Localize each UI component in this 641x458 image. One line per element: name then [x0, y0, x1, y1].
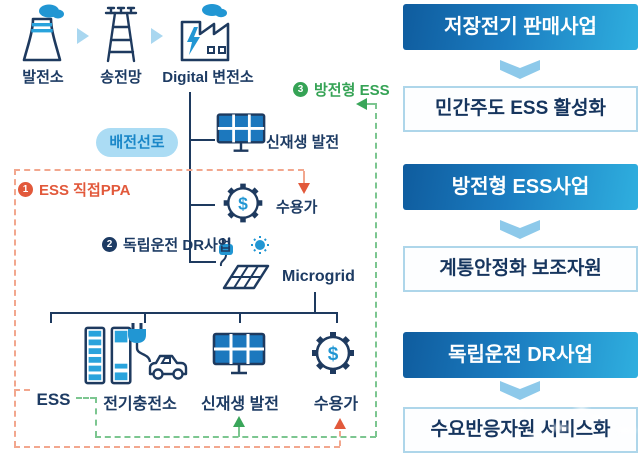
- green-left-arrow-icon: [356, 98, 367, 110]
- top-node-label: Digital 변전소: [162, 69, 254, 86]
- main-feeder-line: [189, 92, 191, 263]
- bus-drop: [336, 312, 338, 323]
- microgrid-feeder: [314, 292, 316, 313]
- panel-header-discharge-ess: 방전형 ESS사업: [403, 164, 638, 210]
- branch-line: [189, 139, 215, 141]
- orange-up-arrow-icon: [334, 418, 346, 429]
- microgrid-icon: [210, 236, 274, 299]
- power-plant-icon: [16, 3, 68, 70]
- bus-drop: [239, 312, 241, 323]
- green-path-top-stub: [367, 103, 377, 105]
- consumer-gear-icon: $: [220, 180, 266, 231]
- green-up-arrow-icon: [233, 416, 245, 427]
- note-ess-direct-ppa: 1 ESS 직접PPA: [18, 179, 131, 200]
- ess-battery-icon: [82, 324, 134, 391]
- bottom-node-label: 수용가: [313, 396, 359, 413]
- svg-text:$: $: [328, 344, 339, 365]
- mid-node-label: 신재생 발전: [266, 134, 340, 151]
- bottom-node-label: 신재생 발전: [200, 396, 280, 413]
- bottom-node-label: 전기충전소: [103, 396, 177, 413]
- note-label: 방전형 ESS: [314, 82, 390, 99]
- orange-path-bottom: [14, 446, 340, 448]
- orange-path-stub: [14, 389, 30, 391]
- note-number-badge: 2: [102, 237, 117, 252]
- note-number-badge: 3: [293, 82, 308, 97]
- note-islanded-dr: 2 독립운전 DR사업: [102, 234, 232, 255]
- green-path-rise: [238, 427, 240, 437]
- green-path-stub: [76, 397, 96, 399]
- renewable-generation-icon: [216, 112, 266, 161]
- flow-arrow-icon: [151, 28, 163, 44]
- transmission-tower-icon: [98, 4, 144, 69]
- panel-down-arrow-icon: [500, 220, 540, 239]
- panel-result-demand-response: 수요반응자원 서비스화: [403, 407, 638, 453]
- bottom-node-label: ESS: [36, 390, 71, 409]
- green-path-bottom: [95, 436, 376, 438]
- panel-result-private-ess: 민간주도 ESS 활성화: [403, 86, 638, 132]
- panel-down-arrow-icon: [500, 60, 540, 79]
- orange-path-top: [14, 169, 304, 171]
- branch-line: [189, 204, 215, 206]
- orange-path-left: [14, 169, 16, 447]
- orange-path-rise: [339, 431, 341, 446]
- note-label: ESS 직접PPA: [39, 182, 131, 199]
- bus-drop: [50, 312, 52, 323]
- svg-text:$: $: [238, 193, 248, 213]
- mid-node-label: Microgrid: [282, 268, 355, 285]
- green-path-down: [95, 397, 97, 437]
- green-path-right: [375, 103, 377, 437]
- mid-node-label: 수용가: [276, 199, 318, 216]
- panel-result-grid-stability: 계통안정화 보조자원: [403, 246, 638, 292]
- renewable-generation-icon: [212, 330, 266, 385]
- distribution-line-badge: 배전선로: [96, 128, 178, 157]
- branch-line: [189, 261, 216, 263]
- note-label: 독립운전 DR사업: [123, 237, 232, 254]
- flow-arrow-icon: [77, 28, 89, 44]
- panel-down-arrow-icon: [500, 381, 540, 400]
- note-discharge-ess: 3 방전형 ESS: [293, 79, 390, 100]
- orange-path-drop: [303, 171, 305, 183]
- ev-charging-icon: [116, 322, 190, 391]
- consumer-gear-icon: $: [308, 328, 358, 383]
- orange-down-arrow-icon: [298, 183, 310, 194]
- bus-drop: [144, 312, 146, 323]
- note-number-badge: 1: [18, 182, 33, 197]
- bottom-bus-line: [50, 312, 338, 314]
- top-node-label: 발전소: [22, 69, 64, 86]
- panel-header-islanded-dr: 독립운전 DR사업: [403, 332, 638, 378]
- top-node-label: 송전망: [100, 69, 142, 86]
- panel-header-storage-sales: 저장전기 판매사업: [403, 4, 638, 50]
- digital-substation-icon: [172, 3, 234, 68]
